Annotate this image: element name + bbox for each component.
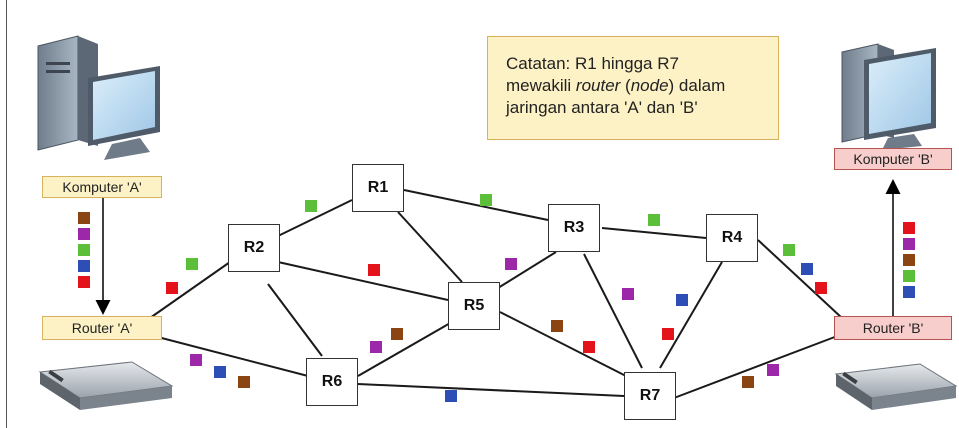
packets-in-transit <box>166 194 827 402</box>
packet-brown <box>903 254 915 266</box>
link-r4-r7 <box>659 261 723 369</box>
link-r7-routerB <box>673 334 841 399</box>
link-r3-r4 <box>601 227 707 239</box>
packet-green <box>480 194 492 206</box>
packet-blue <box>801 263 813 275</box>
left-divider <box>6 0 7 428</box>
link-r2-r6 <box>267 283 323 357</box>
label-komputer-a: Komputer 'A' <box>42 176 162 198</box>
link-r5-r6 <box>357 321 453 377</box>
packet-green <box>186 258 198 270</box>
router-node-r3: R3 <box>548 204 600 252</box>
packet-brown <box>742 376 754 388</box>
packet-brown <box>78 212 90 224</box>
label-router-a: Router 'A' <box>42 316 162 340</box>
packet-red <box>78 276 90 288</box>
packet-green <box>783 244 795 256</box>
packet-green <box>305 200 317 212</box>
packet-purple <box>78 228 90 240</box>
router-node-r4: R4 <box>706 214 758 262</box>
packet-red <box>662 328 674 340</box>
packet-purple <box>190 354 202 366</box>
note-term-node: node <box>630 76 669 95</box>
server-a-icon <box>38 361 174 410</box>
computer-b-icon <box>841 43 936 150</box>
packet-purple <box>903 238 915 250</box>
note-box: Catatan: R1 hingga R7 mewakili router (n… <box>487 36 779 140</box>
link-r2-r1 <box>277 199 353 237</box>
label-komputer-b: Komputer 'B' <box>834 148 952 170</box>
note-line-1: Catatan: R1 hingga R7 <box>506 54 679 73</box>
packet-blue <box>214 366 226 378</box>
link-r3-r5 <box>497 251 557 289</box>
packet-red <box>368 264 380 276</box>
packet-green <box>78 244 90 256</box>
link-routerA-r2 <box>149 261 231 319</box>
packet-green <box>903 270 915 282</box>
server-b-icon <box>834 363 958 410</box>
link-r2-r5 <box>277 261 449 301</box>
packet-red <box>815 282 827 294</box>
link-r5-r7 <box>499 311 627 377</box>
router-node-r7: R7 <box>624 372 676 420</box>
packet-blue <box>78 260 90 272</box>
packet-brown <box>551 320 563 332</box>
router-node-r6: R6 <box>306 358 358 406</box>
packet-red <box>583 341 595 353</box>
packet-red <box>166 282 178 294</box>
packet-purple <box>370 341 382 353</box>
link-r3-r7 <box>583 253 643 369</box>
router-node-r1: R1 <box>352 164 404 212</box>
note-line-2-post: ) dalam <box>668 76 726 95</box>
link-routerA-r6 <box>149 334 309 377</box>
packet-purple <box>767 364 779 376</box>
packet-stack-a <box>78 212 90 288</box>
note-line-3: jaringan antara 'A' dan 'B' <box>506 98 698 117</box>
packet-brown <box>238 376 250 388</box>
network-links <box>149 189 843 399</box>
computer-a-icon <box>37 35 160 160</box>
packet-blue <box>445 390 457 402</box>
router-node-r2: R2 <box>228 224 280 272</box>
packet-purple <box>622 288 634 300</box>
packet-red <box>903 222 915 234</box>
link-r4-routerB <box>757 239 843 319</box>
note-line-2-mid: ( <box>620 76 631 95</box>
link-r6-r7 <box>357 383 625 397</box>
packet-blue <box>903 286 915 298</box>
note-line-2-pre: mewakili <box>506 76 576 95</box>
packet-purple <box>505 258 517 270</box>
note-line-2: mewakili router (node) dalam <box>506 75 762 97</box>
link-r1-r3 <box>403 189 549 221</box>
link-r1-r5 <box>397 211 463 283</box>
router-node-r5: R5 <box>448 282 500 330</box>
packet-green <box>648 214 660 226</box>
packet-brown <box>391 328 403 340</box>
packet-blue <box>676 294 688 306</box>
label-router-b: Router 'B' <box>834 316 952 340</box>
packet-stack-b <box>903 222 915 298</box>
note-term-router: router <box>575 76 621 95</box>
